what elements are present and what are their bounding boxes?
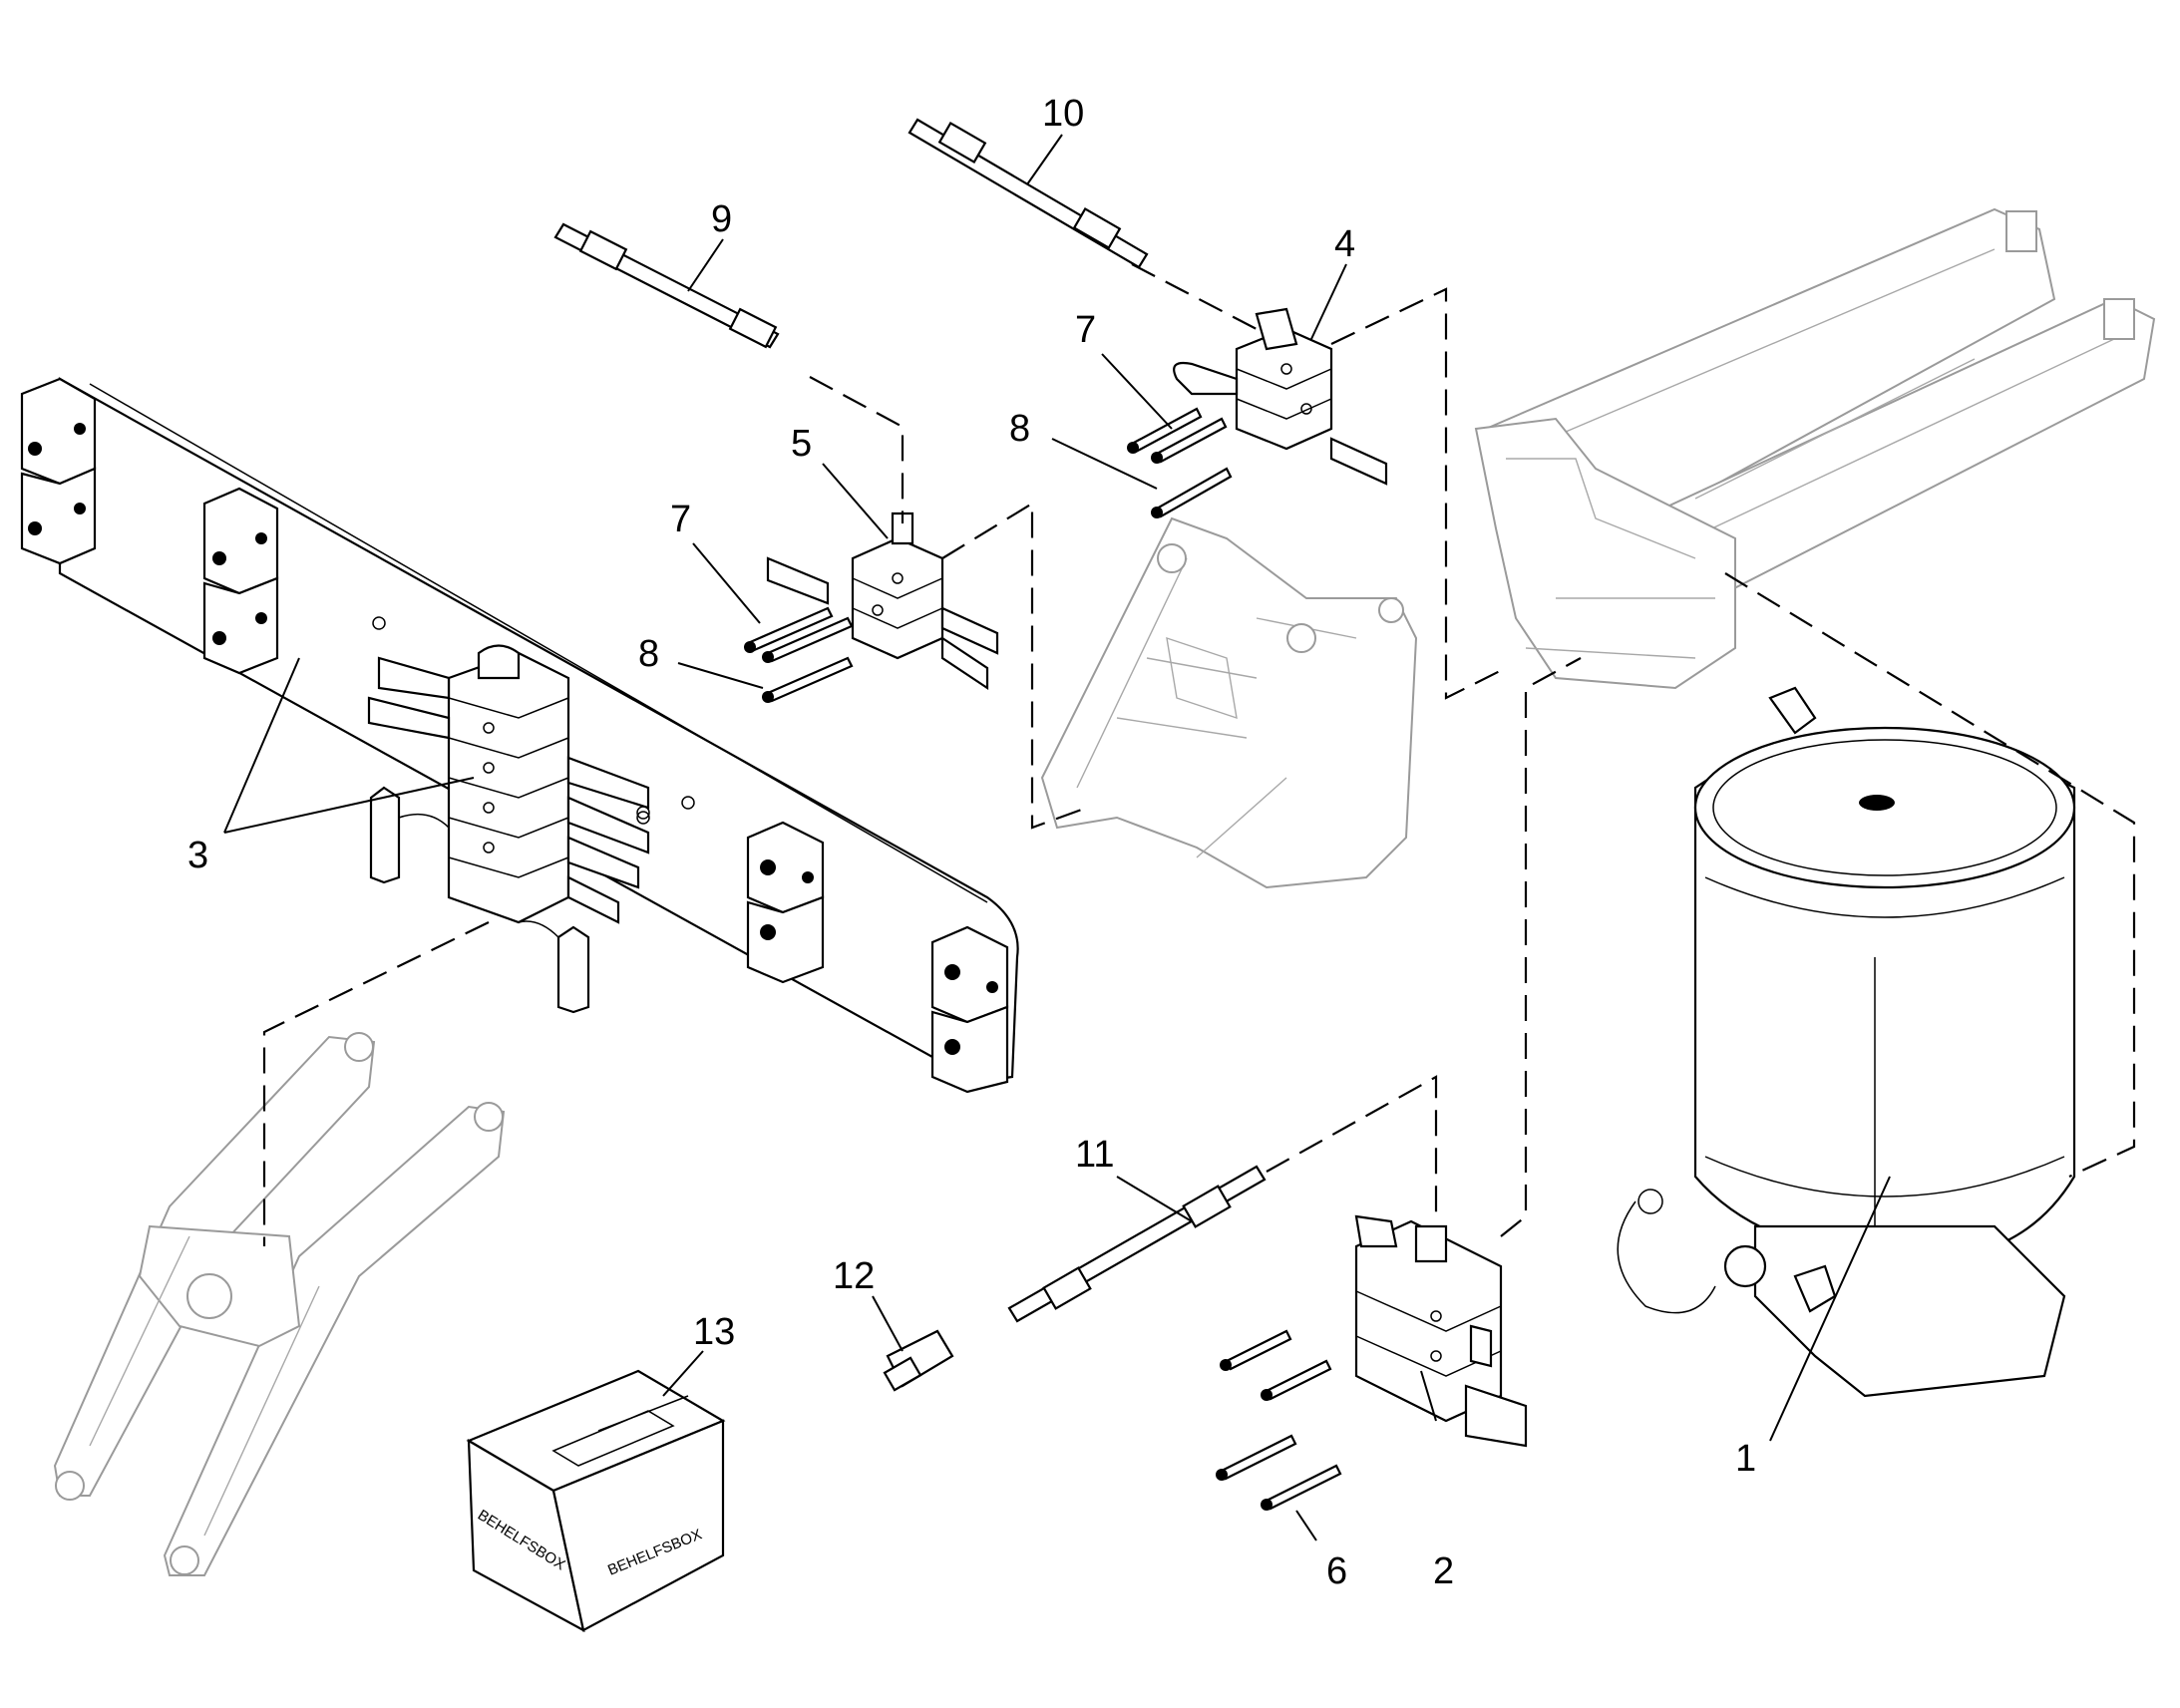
- distributor-block-2: [1354, 1214, 1528, 1448]
- callout-8-upper: 8: [1009, 408, 1030, 450]
- callout-8-lower: 8: [638, 633, 659, 675]
- callout-11: 11: [1075, 1134, 1114, 1176]
- callout-2: 2: [1433, 1550, 1454, 1592]
- fitting-12: [883, 1329, 954, 1392]
- ghost-boom-arms: [1474, 207, 2156, 690]
- behelfsbox: BEHELFSBOX BEHELFSBOX: [466, 1369, 726, 1633]
- distributor-block-5: [766, 512, 999, 691]
- connection-lines: [262, 263, 2136, 1246]
- callout-3: 3: [187, 835, 208, 876]
- callout-5: 5: [791, 423, 812, 465]
- callout-6: 6: [1326, 1550, 1347, 1592]
- callout-13: 13: [693, 1311, 735, 1353]
- callout-10: 10: [1042, 93, 1084, 135]
- callout-7-upper: 7: [1075, 309, 1096, 351]
- bolts: [744, 407, 1342, 1511]
- ghost-lift-arm: [53, 1032, 506, 1576]
- callout-labels: 1 2 3 4 5 6 7 7 8 8 9 10 11 12 13: [187, 93, 1756, 1592]
- hose-9: [553, 222, 780, 349]
- callout-12: 12: [833, 1255, 875, 1297]
- callout-1: 1: [1735, 1438, 1756, 1480]
- leader-lines: [223, 134, 1891, 1541]
- distributor-block-large: [367, 644, 650, 1014]
- callout-9: 9: [711, 198, 732, 240]
- callout-4: 4: [1334, 223, 1355, 265]
- lubrication-pump: [1617, 686, 2076, 1398]
- hose-11: [1007, 1165, 1267, 1323]
- hose-10: [908, 118, 1149, 269]
- callout-7-lower: 7: [670, 499, 691, 540]
- distributor-block-4: [1173, 307, 1388, 486]
- ghost-mounting-frame: [1040, 516, 1418, 889]
- clamp-blocks: [20, 377, 1009, 1094]
